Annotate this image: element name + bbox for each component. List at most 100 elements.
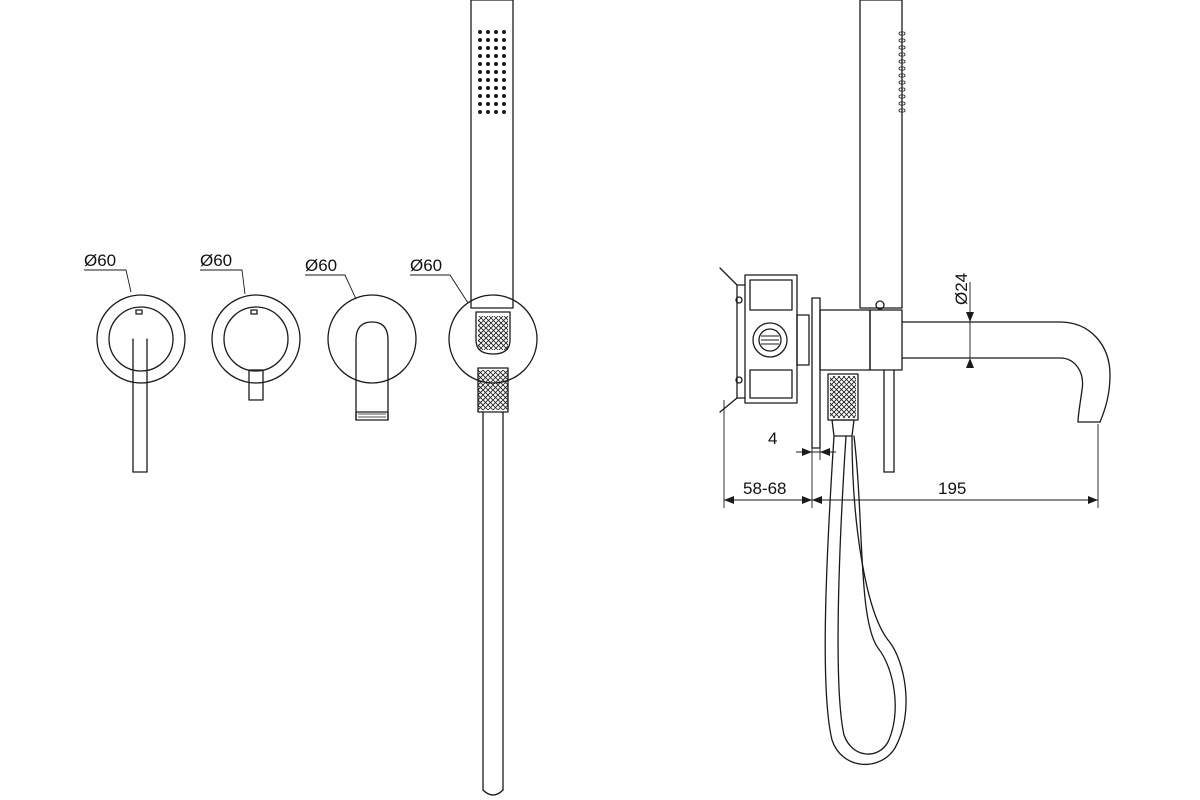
nozzle-dot: [502, 78, 506, 82]
knurl-line: [483, 325, 508, 350]
knurl-line: [830, 376, 851, 397]
spout-front-view: Ø60: [305, 256, 417, 421]
nozzle-tip: [898, 45, 906, 50]
nozzle-dot: [486, 38, 490, 42]
knurl-line: [487, 370, 508, 391]
knurl-grip-bottom: [478, 370, 583, 410]
knurl-line: [837, 376, 856, 395]
nozzle-dot: [494, 86, 498, 90]
knurl-line: [868, 376, 910, 418]
nozzle-dot: [494, 46, 498, 50]
knurl-line: [478, 339, 489, 350]
knurl-line: [868, 376, 910, 418]
hand-shower-front-view: Ø60: [410, 0, 583, 796]
knurl-line: [478, 389, 499, 410]
nozzle-dot: [486, 54, 490, 58]
knurl-line: [524, 316, 558, 350]
nozzle-dot: [502, 30, 506, 34]
knurl-line: [478, 370, 489, 381]
knurl-line: [478, 316, 484, 322]
shower-nozzles-side: [898, 31, 906, 113]
wall-depth-label: 58-68: [743, 479, 786, 498]
nozzle-dot: [478, 70, 482, 74]
nozzle-dot: [486, 70, 490, 74]
valve-body: [744, 274, 810, 404]
knurl-line: [893, 376, 935, 418]
side-view: Ø24 4 58-68 195: [719, 0, 1111, 765]
knurl-line: [497, 370, 508, 381]
nozzle-tip: [898, 80, 906, 85]
nozzle-dot: [486, 102, 490, 106]
nozzle-dot: [494, 110, 498, 114]
knurl-line: [529, 316, 563, 350]
knurl-line: [478, 404, 484, 410]
knurl-line: [893, 376, 935, 418]
nozzle-dot: [478, 54, 482, 58]
nozzle-tip: [898, 108, 906, 113]
nozzle-tip: [898, 73, 906, 78]
nozzle-dot: [478, 102, 482, 106]
nozzle-dot: [502, 46, 506, 50]
mounting-bracket: [719, 267, 746, 413]
knurl-line: [493, 335, 508, 350]
knurl-line: [543, 370, 583, 410]
nozzle-tip: [898, 52, 906, 57]
knurl-line: [837, 399, 856, 418]
mixer-handle-2: Ø60: [200, 251, 301, 401]
nozzle-dot: [502, 62, 506, 66]
knurl-line: [830, 384, 856, 412]
knurl-line: [478, 374, 508, 406]
knurl-line: [539, 316, 573, 350]
knurl-line: [478, 334, 494, 350]
nozzle-dot: [486, 30, 490, 34]
nozzle-dot: [494, 62, 498, 66]
nozzle-tip: [898, 66, 906, 71]
knurl-line: [533, 370, 573, 410]
nozzle-dot: [486, 62, 490, 66]
knurl-line: [847, 376, 856, 385]
knurl-line: [524, 316, 558, 350]
knurl-line: [507, 370, 508, 371]
knurl-line: [487, 389, 508, 410]
wall-plate: [811, 297, 821, 449]
nozzle-tip: [898, 101, 906, 106]
shower-nozzles: [478, 30, 506, 114]
knurl-line: [497, 399, 508, 410]
nozzle-tip: [898, 38, 906, 43]
knurl-line: [478, 370, 504, 396]
knurl-line: [534, 316, 568, 350]
shower-hose: [824, 435, 907, 765]
nozzle-dot: [486, 86, 490, 90]
nozzle-dot: [494, 54, 498, 58]
pipe-diameter-label: Ø24: [952, 273, 971, 305]
nozzle-dot: [494, 94, 498, 98]
knurl-grip-side: [830, 376, 935, 418]
nozzle-dot: [502, 102, 506, 106]
knurl-line: [509, 316, 543, 350]
nozzle-dot: [494, 102, 498, 106]
knurl-line: [478, 370, 484, 376]
knurl-line: [478, 316, 508, 347]
knurl-line: [478, 316, 494, 332]
knurl-line: [830, 397, 851, 418]
mixer-handle-1: Ø60: [84, 251, 186, 473]
knurl-line: [513, 370, 553, 410]
knurl-line: [830, 376, 841, 387]
knurl-line: [883, 376, 925, 418]
nozzle-dot: [478, 30, 482, 34]
nozzle-dot: [478, 38, 482, 42]
knurl-line: [830, 379, 856, 407]
nozzle-dot: [478, 46, 482, 50]
knurl-line: [538, 370, 578, 410]
knurl-line: [830, 376, 856, 402]
knurl-line: [830, 407, 841, 418]
knurl-line: [883, 376, 925, 418]
nozzle-dot: [478, 110, 482, 114]
diameter-label-4: Ø60: [410, 256, 442, 275]
knurl-line: [498, 316, 508, 326]
knurl-line: [478, 399, 489, 410]
nozzle-dot: [478, 62, 482, 66]
diameter-label-3: Ø60: [305, 256, 337, 275]
knurl-line: [502, 370, 508, 376]
